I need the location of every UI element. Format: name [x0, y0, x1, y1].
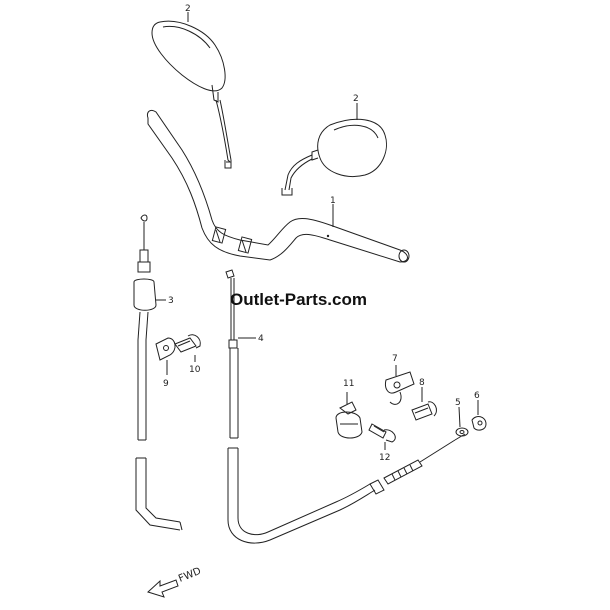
fwd-arrow — [147, 579, 179, 598]
part-label-11: 11 — [343, 379, 354, 389]
watermark: Outlet-Parts.com — [230, 290, 367, 309]
handlebar — [147, 109, 410, 263]
part-label-5: 5 — [455, 398, 461, 408]
part-label-4: 4 — [258, 334, 264, 344]
front-brake-cable — [225, 269, 466, 544]
bolt-8 — [411, 401, 437, 421]
right-mirror — [281, 118, 387, 196]
throttle-cable — [133, 214, 183, 531]
fwd-label: FWD — [177, 566, 203, 585]
part-label-9: 9 — [163, 379, 169, 389]
part-label-3: 3 — [168, 296, 174, 306]
nut-5-leader — [458, 406, 461, 428]
bolt-10 — [174, 334, 201, 353]
part-label-2b: 2 — [353, 94, 359, 104]
part-label-8: 8 — [419, 378, 425, 388]
cable-clamp-11 — [335, 401, 363, 439]
part-label-10: 10 — [189, 365, 201, 375]
part-label-12: 12 — [379, 453, 390, 463]
bolt-12 — [368, 423, 396, 443]
cable-clamp-7 — [385, 371, 415, 405]
part-label-2a: 2 — [185, 4, 191, 14]
part-label-7: 7 — [392, 354, 398, 364]
part-label-1: 1 — [330, 196, 336, 206]
left-mirror — [151, 20, 232, 169]
part-label-6: 6 — [474, 391, 480, 401]
cable-clamp-9 — [155, 337, 176, 361]
nut-5 — [455, 427, 469, 437]
adjuster-6 — [471, 416, 487, 431]
